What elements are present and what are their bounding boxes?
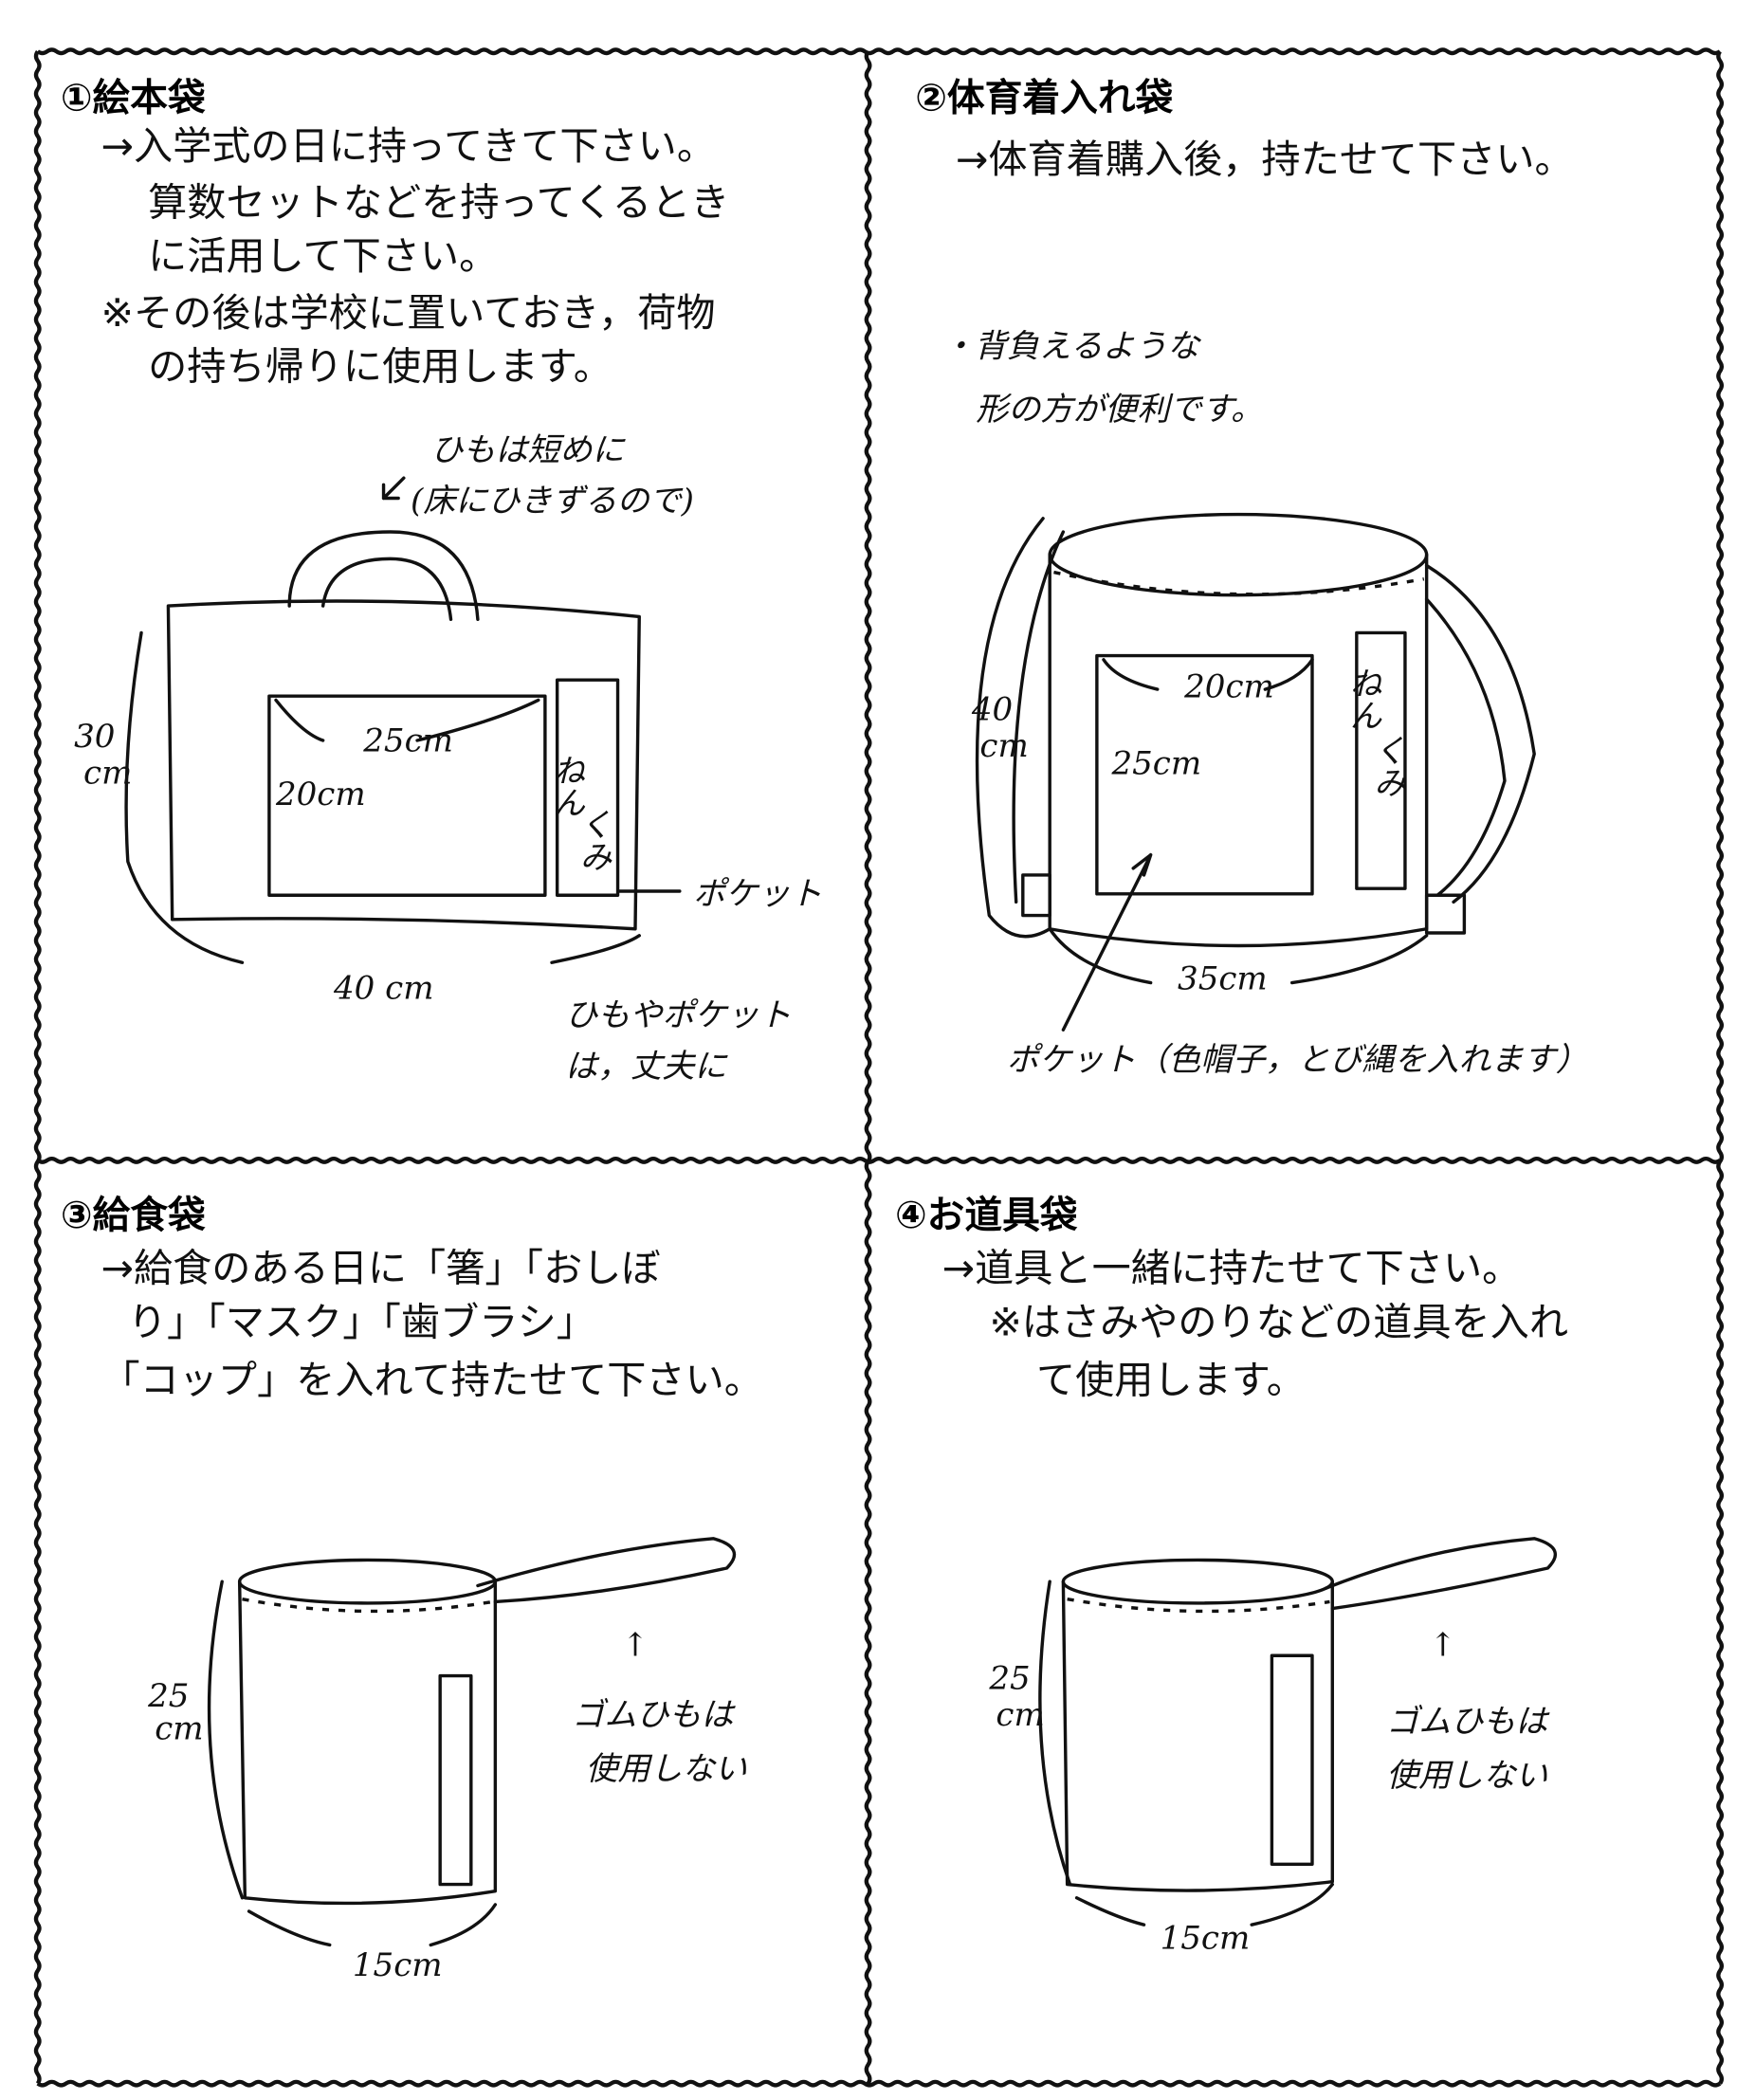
dimension-label: cm xyxy=(83,754,132,792)
wavy-frame xyxy=(33,47,1724,2088)
dimension-label: 15cm xyxy=(1161,1920,1251,1958)
dimension-label: cm xyxy=(979,727,1028,765)
dimension-label: 25 xyxy=(147,1677,189,1715)
instruction-line: に活用して下さい。 xyxy=(148,233,498,279)
handwritten-note: ゴムひもは xyxy=(572,1696,736,1734)
instruction-line: ※その後は学校に置いておき，荷物 xyxy=(101,290,715,336)
panel-gym-clothes-bag: ②体育着入れ袋 →体育着購入後，持たせて下さい。 ・背負えるような 形の方が便利… xyxy=(915,77,1587,1079)
handwritten-note: ひもやポケット xyxy=(565,996,791,1034)
frame-border xyxy=(1716,50,1724,2085)
panel-lunch-bag: ③給食袋 →給食のある日に「箸」「おしぼ り」「マスク」「歯ブラシ」 「コップ」… xyxy=(61,1194,763,1984)
tote-bag-drawing xyxy=(124,530,641,964)
handwritten-note: ・背負えるような xyxy=(942,327,1202,365)
panel-title: ④お道具袋 xyxy=(895,1194,1078,1237)
panel-tools-bag: ④お道具袋 →道具と一緒に持たせて下さい。 ※はさみやのりなどの道具を入れ て使… xyxy=(895,1194,1568,1958)
instruction-line: り」「マスク」「歯ブラシ」 xyxy=(128,1299,595,1344)
name-tag-text: ねん xyxy=(546,754,584,818)
arrow-icon xyxy=(1061,852,1153,1032)
handwritten-note: 使用しない xyxy=(585,1750,746,1788)
frame-border xyxy=(33,50,42,2085)
dimension-label: 30 xyxy=(74,718,115,756)
arrow-up-icon: ↑ xyxy=(1429,1626,1456,1664)
panel-title: ①絵本袋 xyxy=(61,77,206,120)
name-tag-text: くみ xyxy=(574,808,612,872)
drawstring-bag-drawing xyxy=(207,1537,737,1947)
dimension-label: 40 xyxy=(971,691,1013,729)
name-tag-text: くみ xyxy=(1367,734,1405,798)
frame-border xyxy=(36,47,1722,56)
backpack-bag-drawing xyxy=(975,512,1536,948)
panel-picture-book-bag: ①絵本袋 →入学式の日に持ってきて下さい。 算数セットなどを持ってくるとき に活… xyxy=(61,77,822,1086)
handwritten-note: は，丈夫に xyxy=(565,1048,728,1086)
arrow-up-icon: ↑ xyxy=(622,1626,649,1664)
instruction-line: 算数セットなどを持ってくるとき xyxy=(148,179,729,225)
panel-title: ③給食袋 xyxy=(61,1194,206,1237)
instruction-line: ※はさみやのりなどの道具を入れ xyxy=(989,1299,1568,1344)
instruction-line: →入学式の日に持ってきて下さい。 xyxy=(101,123,716,169)
handwritten-note: 形の方が便利です。 xyxy=(976,391,1263,429)
instruction-line: →道具と一緒に持たせて下さい。 xyxy=(942,1246,1522,1291)
drawstring-bag-drawing xyxy=(1038,1537,1558,1927)
dimension-label: 35cm xyxy=(1178,960,1268,998)
name-tag-text: ねん xyxy=(1344,667,1381,731)
instruction-line: →給食のある日に「箸」「おしぼ xyxy=(101,1246,660,1291)
dimension-label: 25 xyxy=(988,1660,1030,1698)
dimension-label: cm xyxy=(996,1696,1044,1734)
handwritten-note: ひもは短めに xyxy=(430,431,626,469)
instruction-line: の持ち帰りに使用します。 xyxy=(148,344,612,390)
instruction-line: 「コップ」を入れて持たせて下さい。 xyxy=(101,1357,762,1402)
handwritten-note: ポケット（色帽子，とび縄を入れます） xyxy=(1007,1041,1588,1079)
dimension-label: 20cm xyxy=(275,776,366,813)
dimension-label: 25cm xyxy=(1110,745,1201,783)
handwritten-note: ゴムひもは xyxy=(1386,1703,1550,1741)
pocket-label: ポケット xyxy=(693,875,822,913)
dimension-label: 20cm xyxy=(1183,668,1274,706)
instruction-line: て使用します。 xyxy=(1036,1357,1306,1402)
handwritten-note: 使用しない xyxy=(1386,1757,1547,1795)
arrow-icon xyxy=(381,476,406,501)
dimension-label: cm xyxy=(155,1709,203,1747)
panel-title: ②体育着入れ袋 xyxy=(915,77,1173,120)
frame-border xyxy=(864,50,872,2085)
dimension-label: 25cm xyxy=(362,721,453,759)
frame-border xyxy=(36,1157,1722,1164)
dimension-label: 15cm xyxy=(353,1946,443,1984)
instruction-line: →体育着購入後，持たせて下さい。 xyxy=(956,137,1574,182)
frame-border xyxy=(36,2079,1722,2088)
dimension-label: 40 cm xyxy=(333,970,434,1008)
handwritten-note: (床にひきずるので) xyxy=(411,483,694,520)
